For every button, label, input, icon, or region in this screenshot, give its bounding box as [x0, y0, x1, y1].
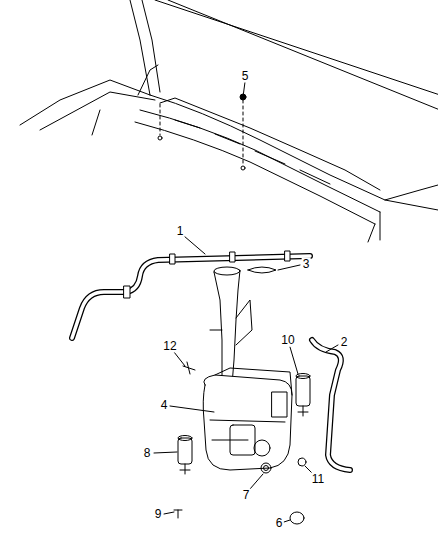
washer-pump [178, 436, 192, 475]
nozzle-locations [160, 100, 243, 165]
callout-number: 3 [302, 258, 311, 271]
callout-number: 4 [160, 399, 169, 412]
washer-reservoir [203, 267, 292, 470]
callout-number: 5 [241, 70, 250, 83]
washer-hose-1 [72, 251, 310, 338]
callout-number: 8 [143, 447, 152, 460]
clip [183, 362, 195, 374]
callout-number: 7 [242, 489, 251, 502]
callout-number: 9 [154, 508, 163, 521]
hose-clip [248, 267, 276, 273]
screw [174, 510, 182, 518]
nozzle-mount [241, 166, 245, 170]
grommet [298, 458, 306, 466]
leader-lines [154, 82, 338, 522]
nozzle-mount [158, 136, 162, 140]
callout-number: 6 [275, 517, 284, 530]
callout-number: 2 [340, 336, 349, 349]
reservoir-cap [290, 512, 304, 524]
grommet [261, 463, 271, 473]
callout-number: 11 [311, 473, 325, 486]
callout-number: 10 [280, 334, 295, 347]
washer-pump [296, 374, 310, 417]
callout-number: 1 [176, 225, 185, 238]
vehicle-cowl [20, 0, 438, 242]
washer-hose-2 [312, 340, 350, 470]
callout-number: 12 [162, 340, 177, 353]
grommet [264, 466, 269, 471]
